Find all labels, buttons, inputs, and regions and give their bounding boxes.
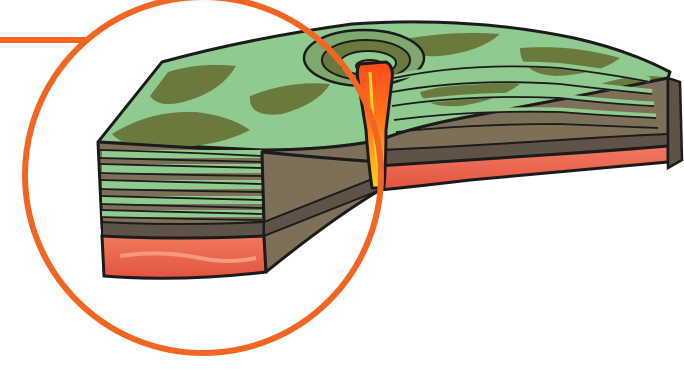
right-end-face [668, 78, 682, 168]
